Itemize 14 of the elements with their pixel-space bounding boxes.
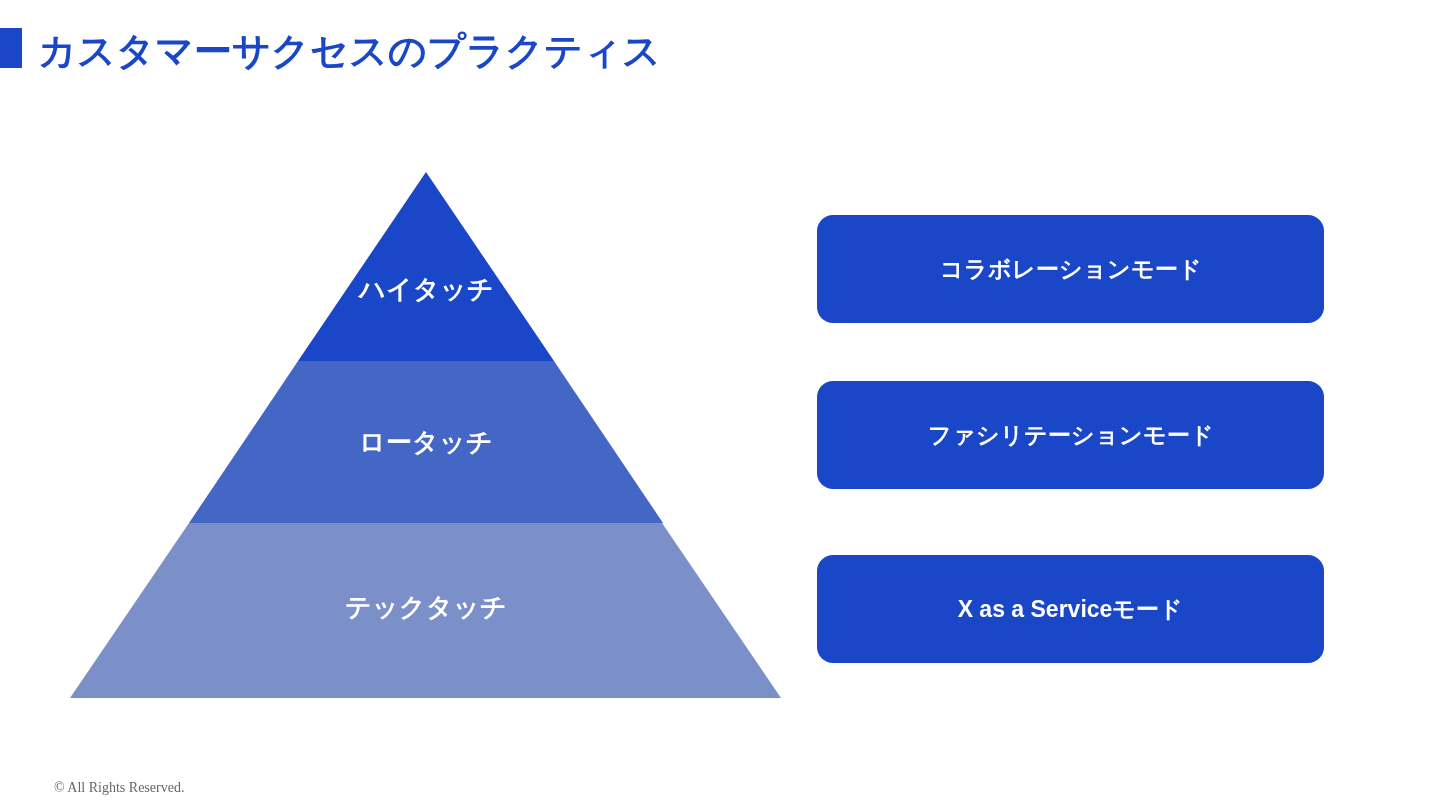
slide-title: カスタマーサクセスのプラクティス — [38, 29, 661, 74]
copyright-note: © All Rights Reserved. — [54, 780, 185, 796]
mode-label: ファシリテーションモード — [927, 420, 1214, 450]
pyramid-layer — [189, 361, 663, 523]
mode-box — [817, 381, 1324, 489]
layer-label: ハイタッチ — [358, 272, 494, 306]
mode-box — [817, 555, 1324, 663]
pyramid-top-layer — [298, 172, 554, 361]
layer-label: テックタッチ — [344, 590, 507, 624]
mode-box — [817, 215, 1324, 323]
layer-label: ロータッチ — [359, 425, 493, 459]
mode-label: X as a Serviceモード — [957, 594, 1184, 624]
pyramid-layer — [70, 523, 781, 698]
mode-label: コラボレーションモード — [939, 254, 1202, 284]
